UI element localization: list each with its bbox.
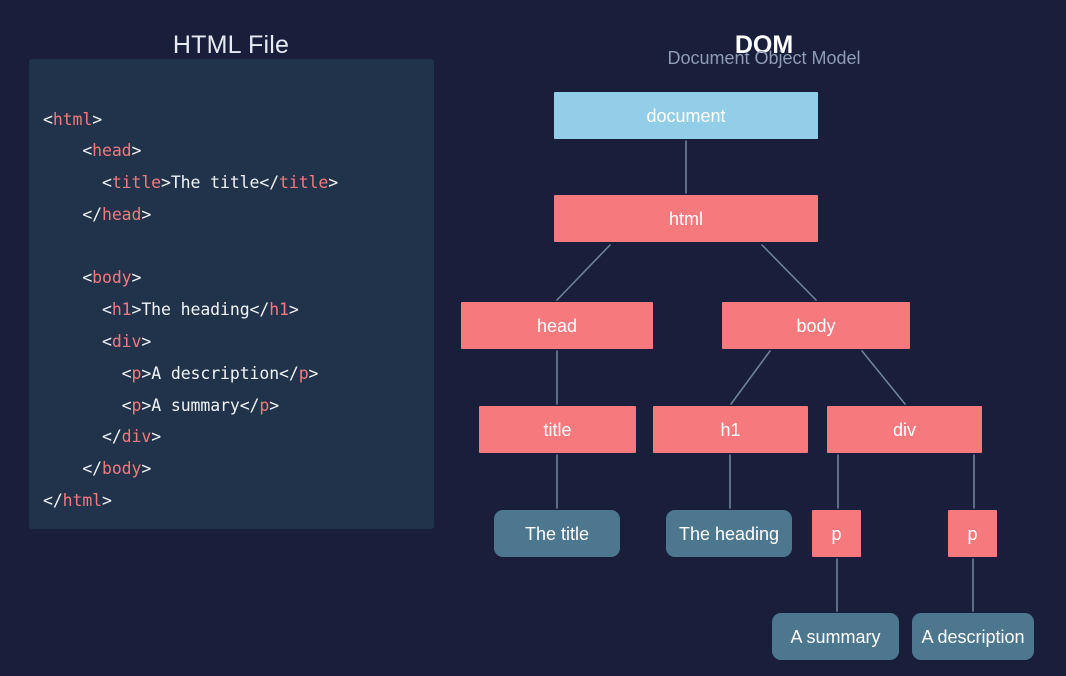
dom-node-p-1[interactable]: p (812, 510, 861, 557)
code-token: p (298, 363, 309, 383)
dom-node-head[interactable]: head (461, 302, 653, 349)
code-token: div (111, 332, 142, 352)
code-token: < (43, 300, 112, 320)
dom-node-div[interactable]: div (827, 406, 982, 453)
code-token: p (259, 395, 270, 415)
code-token: > (269, 395, 280, 415)
dom-node-body[interactable]: body (722, 302, 910, 349)
code-token: body (92, 268, 132, 288)
code-token: < (43, 141, 93, 161)
code-token: > (288, 300, 299, 320)
code-token: head (102, 204, 142, 224)
code-token: </ (43, 427, 122, 447)
code-token: div (121, 427, 152, 447)
code-token: p (131, 395, 142, 415)
code-token: > (328, 173, 339, 193)
code-token: head (92, 141, 132, 161)
code-token: title (279, 173, 329, 193)
code-token: < (43, 268, 93, 288)
code-card: <html> <head> <title>The title</title> <… (29, 59, 434, 529)
code-token: < (43, 395, 132, 415)
dom-text-node-a-description[interactable]: A description (912, 613, 1034, 660)
html-file-heading: HTML File (172, 30, 290, 59)
html-file-panel: HTML File <html> <head> <title>The title… (0, 0, 462, 676)
dom-text-node-the-heading[interactable]: The heading (666, 510, 792, 557)
dom-node-html[interactable]: html (554, 195, 818, 242)
dom-text-node-the-title[interactable]: The title (494, 510, 620, 557)
code-token: > (102, 491, 112, 511)
code-token: >The heading</ (131, 300, 270, 320)
code-token: > (141, 459, 152, 479)
code-token: >A description</ (141, 363, 299, 383)
dom-panel: DOM Document Object Model (462, 0, 1066, 676)
code-token: > (141, 204, 152, 224)
dom-heading: DOM (734, 30, 794, 59)
code-token: </ (43, 459, 103, 479)
dom-node-p-2[interactable]: p (948, 510, 997, 557)
code-token: > (308, 363, 319, 383)
code-token: > (92, 109, 103, 129)
code-token: < (43, 363, 132, 383)
dom-node-document[interactable]: document (554, 92, 818, 139)
code-token: >The title</ (161, 173, 280, 193)
code-token: > (131, 268, 142, 288)
code-token: html (62, 491, 103, 511)
dom-node-title[interactable]: title (479, 406, 636, 453)
code-token: < (43, 109, 53, 129)
code-token: </ (43, 204, 103, 224)
code-token: < (43, 332, 112, 352)
dom-node-h1[interactable]: h1 (653, 406, 808, 453)
code-token: > (141, 332, 152, 352)
code-token: html (52, 109, 93, 129)
code-token: < (43, 173, 112, 193)
code-token: h1 (111, 300, 132, 320)
html-source-code: <html> <head> <title>The title</title> <… (43, 104, 338, 517)
dom-text-node-a-summary[interactable]: A summary (772, 613, 899, 660)
code-token: >A summary</ (141, 395, 260, 415)
code-token: p (131, 363, 142, 383)
code-token: title (111, 173, 162, 193)
code-token: </ (43, 491, 63, 511)
code-token: h1 (269, 300, 289, 320)
code-token: > (131, 141, 142, 161)
code-token: body (102, 459, 142, 479)
code-token: > (151, 427, 162, 447)
dom-subheading: Document Object Model (667, 48, 861, 68)
